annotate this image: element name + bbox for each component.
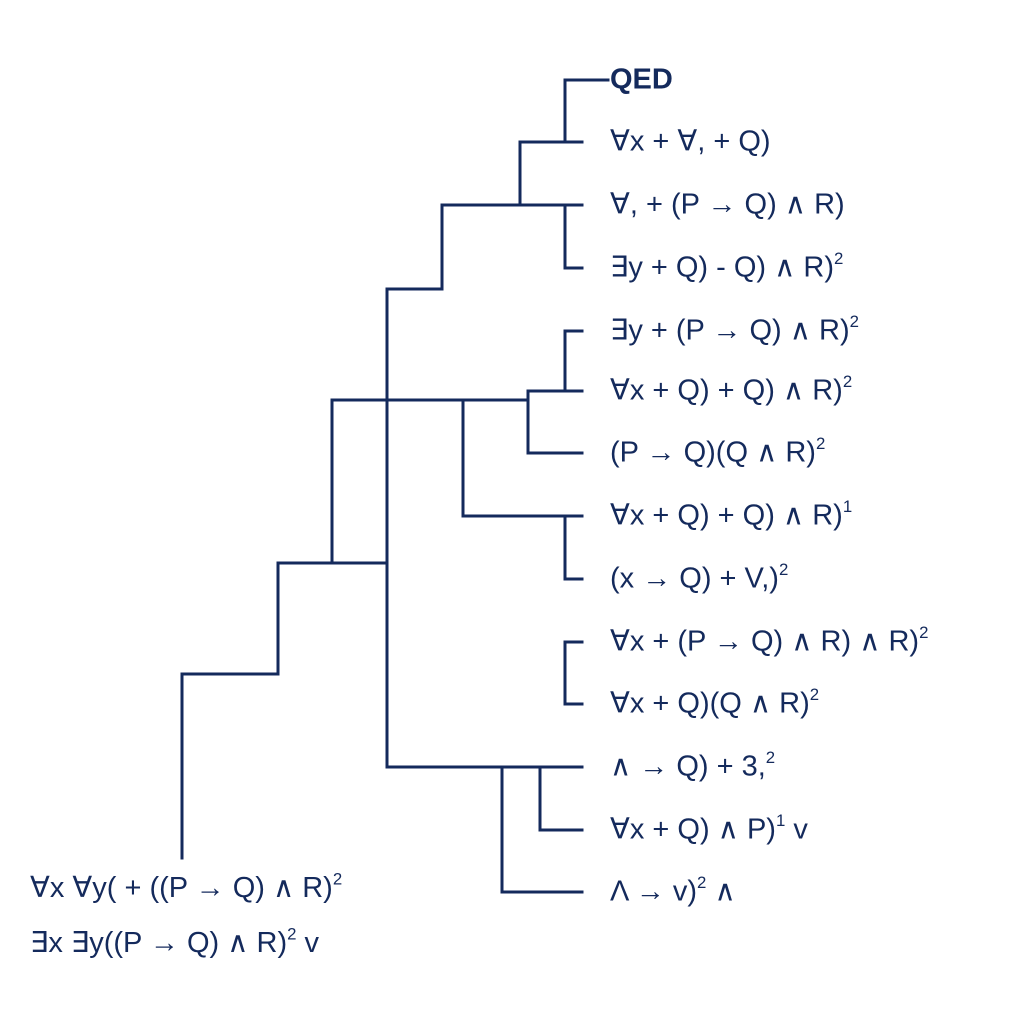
leaf-formula-5: ∀x + Q) + Q) ∧ R)2 <box>610 371 853 407</box>
connector-upper-branch <box>385 203 522 291</box>
leaf-formula-11: ∧ → Q) + 3,2 <box>610 747 776 783</box>
connector-qed-bracket <box>563 78 610 144</box>
conclusion-qed: QED <box>610 63 673 96</box>
connector-leaf-3 <box>563 203 584 270</box>
leaf-formula-10: ∀x + Q)(Q ∧ R)2 <box>610 684 820 720</box>
connector-leaves-1-2 <box>518 140 584 207</box>
leaf-formula-7: ∀x + Q) + Q) ∧ R)1 <box>610 496 853 532</box>
leaf-formula-8: (x → Q) + V,)2 <box>610 559 789 595</box>
connector-leaf-6 <box>526 389 584 455</box>
leaf-formula-4: ∃y + (P → Q) ∧ R)2 <box>610 311 859 347</box>
leaf-formula-12: ∀x + Q) ∧ P)1 v <box>610 810 808 846</box>
leaf-formula-2: ∀, + (P → Q) ∧ R) <box>610 188 845 221</box>
connector-leaves-11-13 <box>385 765 584 894</box>
leaf-formula-1: ∀x + ∀, + Q) <box>610 125 771 158</box>
leaf-formula-13: Λ → v)2 ∧ <box>610 872 736 908</box>
leaf-formula-9: ∀x + (P → Q) ∧ R) ∧ R)2 <box>610 622 929 658</box>
root-formula-line-1: ∀x ∀y( + ((P → Q) ∧ R)2 <box>30 869 343 904</box>
leaf-formula-6: (P → Q)(Q ∧ R)2 <box>610 433 826 469</box>
root-formula-line-2: ∃x ∃y((P → Q) ∧ R)2 v <box>30 924 320 959</box>
connector-leaves-7-8 <box>461 400 584 581</box>
connector-root-stem <box>180 561 334 860</box>
connector-mid-branch <box>330 398 389 565</box>
leaf-formula-3: ∃y + Q) - Q) ∧ R)2 <box>610 248 844 284</box>
connector-leaves-4-5 <box>563 329 584 393</box>
connector-leaves-9-10 <box>563 640 584 706</box>
